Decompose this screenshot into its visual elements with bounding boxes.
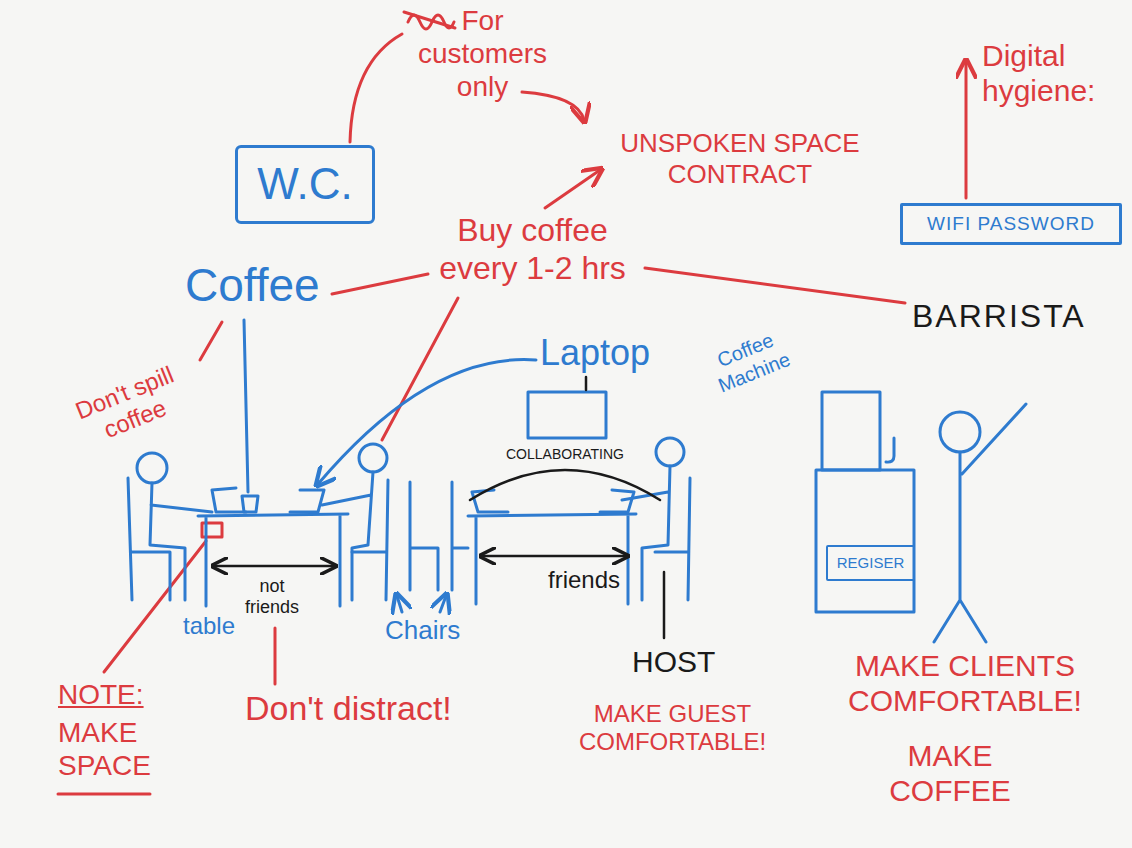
laptop [472, 490, 508, 512]
laptop [290, 490, 324, 512]
coffee-machine [822, 392, 880, 470]
activity-label: COLLABORATING [506, 446, 624, 463]
note-text: MAKE COFFEE [870, 738, 1030, 809]
leader-line [244, 320, 248, 492]
note-text: Don't distract! [245, 688, 452, 728]
person-body [150, 483, 212, 600]
note-text: For customers only [395, 4, 570, 103]
note-text: MAKE GUEST COMFORTABLE! [570, 700, 775, 757]
leader-line [663, 572, 666, 638]
leader-line [382, 298, 458, 440]
object-label: Coffee [185, 258, 320, 312]
node-text: W.C. [257, 159, 352, 210]
leader-arrow [318, 360, 536, 484]
leader-arrow [965, 62, 968, 198]
person-head [137, 453, 167, 483]
person-head [656, 438, 684, 466]
note-text: MAKE SPACE [58, 716, 168, 782]
leader-arrow [397, 596, 402, 612]
chair [655, 478, 690, 600]
distance-arrow [482, 555, 626, 558]
person-head [359, 444, 387, 472]
coffee-cup [242, 496, 258, 512]
chair [410, 482, 438, 590]
note-text: UNSPOKEN SPACE CONTRACT [600, 128, 880, 189]
object-label: table [183, 612, 235, 640]
collaboration-arc [470, 470, 660, 500]
note-text: Buy coffee every 1-2 hrs [420, 212, 645, 288]
leader-line [585, 377, 588, 390]
coffee-cup [886, 438, 894, 462]
object-label: Laptop [540, 332, 650, 374]
leader-arrow [440, 596, 446, 612]
restroom-sign: W.C. [235, 145, 375, 224]
laptop [212, 488, 246, 512]
role-label: HOST [632, 644, 715, 679]
scribble [404, 12, 455, 28]
leader-line [274, 628, 277, 684]
leader-line [200, 322, 222, 360]
chair [352, 480, 388, 600]
leader-line [104, 541, 206, 672]
relation-label: friends [548, 566, 620, 594]
node-text: WIFI PASSWORD [927, 213, 1095, 235]
black-marks [214, 377, 664, 638]
chair [452, 482, 468, 590]
blue-illustration [128, 320, 1026, 642]
laptop [600, 490, 634, 512]
note-heading: NOTE: [58, 678, 144, 711]
object-label: Chairs [385, 615, 460, 646]
person-head [940, 412, 980, 452]
role-label: BARRISTA [912, 298, 1086, 336]
relation-label: not friends [232, 576, 312, 618]
leader-line [350, 34, 402, 142]
counter [816, 470, 914, 612]
note-text: Don't spill coffee [50, 352, 210, 461]
note-text: MAKE CLIENTS COMFORTABLE! [840, 648, 1090, 719]
node-text: REGISER [837, 554, 905, 571]
object-label: Coffee Machine [695, 321, 805, 402]
chair [128, 478, 170, 600]
underline [58, 793, 150, 796]
red-annotations [58, 12, 966, 794]
wifi-password-box: WIFI PASSWORD [900, 203, 1122, 245]
leader-line [645, 268, 905, 303]
note-text: Digital hygiene: [982, 38, 1122, 109]
leader-arrow [545, 170, 600, 208]
distance-arrow [214, 565, 334, 568]
table [468, 514, 636, 604]
person-body [934, 404, 1026, 642]
person-body [322, 472, 373, 600]
laptop-screen [528, 392, 606, 438]
register-box: REGISER [826, 545, 915, 581]
leader-line [332, 274, 428, 294]
leader-arrow [522, 92, 584, 120]
